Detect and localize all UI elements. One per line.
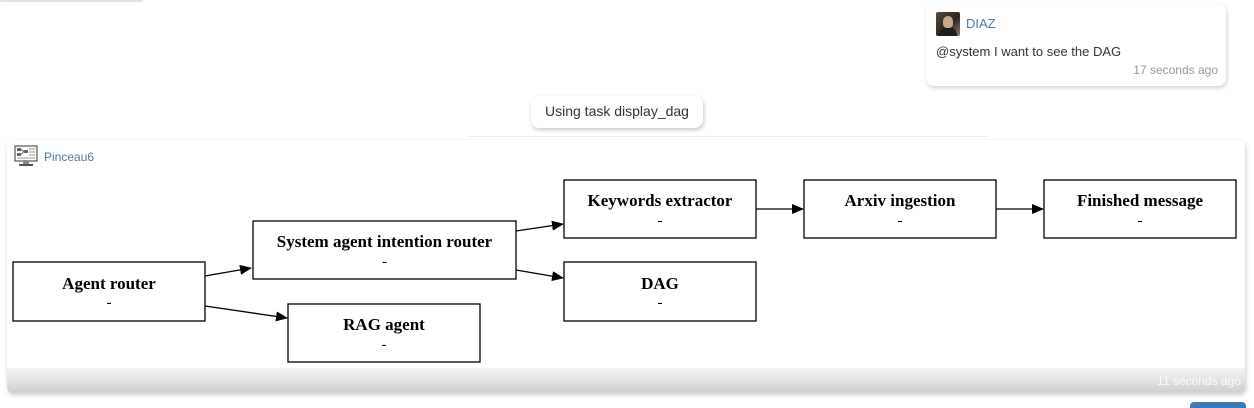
user-message: DIAZ @system I want to see the DAG 17 se… xyxy=(926,4,1226,86)
dag-edge xyxy=(515,220,564,232)
user-name[interactable]: DIAZ xyxy=(966,16,996,31)
dag-node-rag-agent: RAG agent - xyxy=(287,303,481,363)
previous-message-edge xyxy=(0,0,143,2)
node-title: Arxiv ingestion xyxy=(845,191,957,210)
node-subtitle: - xyxy=(382,254,387,270)
bot-message: Pinceau6 Agent router - System agent int… xyxy=(7,140,1245,393)
user-message-timestamp: 17 seconds ago xyxy=(1133,63,1218,77)
send-button[interactable] xyxy=(1190,402,1246,408)
node-subtitle: - xyxy=(658,213,663,229)
dag-node-keywords-extractor: Keywords extractor - xyxy=(563,179,757,239)
dag-node-finished-message: Finished message - xyxy=(1043,179,1237,239)
bot-message-footer: 11 seconds ago xyxy=(7,368,1245,393)
dag-node-agent-router: Agent router - xyxy=(12,261,206,322)
node-subtitle: - xyxy=(107,295,112,311)
dag-edge xyxy=(515,269,564,282)
user-message-text: @system I want to see the DAG xyxy=(936,44,1122,59)
bot-message-timestamp: 11 seconds ago xyxy=(1157,374,1241,388)
dag-edge xyxy=(204,305,288,322)
separator xyxy=(468,136,988,137)
dag-diagram: Agent router - System agent intention ro… xyxy=(12,179,1237,363)
dag-edge xyxy=(204,264,252,277)
node-subtitle: - xyxy=(1138,213,1143,229)
node-title: RAG agent xyxy=(343,315,425,334)
node-title: Keywords extractor xyxy=(588,191,733,210)
node-subtitle: - xyxy=(898,213,903,229)
task-notice: Using task display_dag xyxy=(531,96,703,128)
dag-node-system-agent-intention-router: System agent intention router - xyxy=(252,220,517,280)
dag-node-arxiv-ingestion: Arxiv ingestion - xyxy=(803,179,997,239)
node-title: Agent router xyxy=(62,274,156,293)
user-avatar xyxy=(936,12,960,36)
node-title: System agent intention router xyxy=(277,232,493,251)
node-subtitle: - xyxy=(658,295,663,311)
node-title: DAG xyxy=(641,274,679,293)
node-title: Finished message xyxy=(1077,191,1204,210)
dag-node-dag: DAG - xyxy=(563,261,757,322)
bot-name[interactable]: Pinceau6 xyxy=(44,150,95,164)
monitor-diagram-icon xyxy=(14,145,38,166)
node-subtitle: - xyxy=(382,337,387,353)
